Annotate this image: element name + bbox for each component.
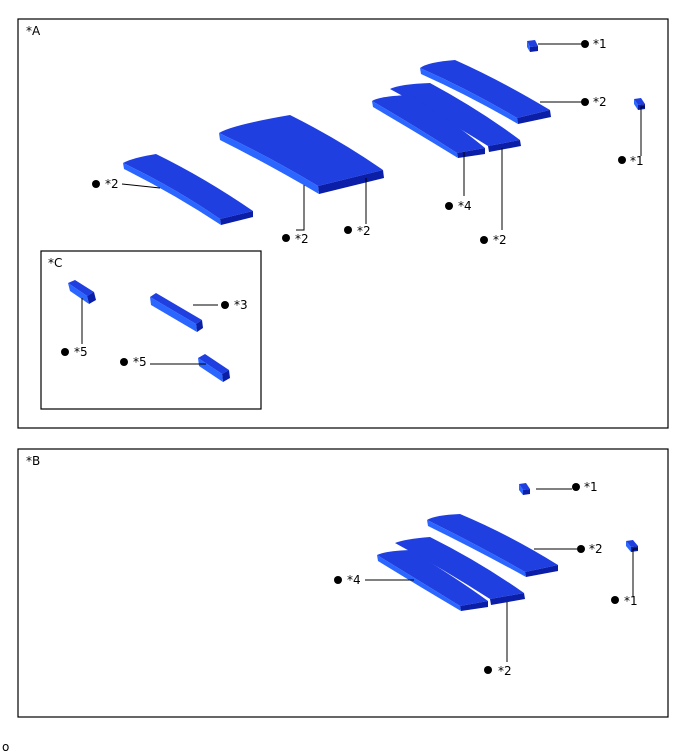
part-block-b-right bbox=[626, 540, 638, 552]
part-plate-a-center bbox=[219, 115, 384, 194]
callout-b4: *4 bbox=[347, 573, 361, 587]
bullet-a1-right bbox=[618, 156, 626, 164]
part-block-c-right bbox=[198, 354, 230, 382]
part-block-c-center bbox=[150, 293, 203, 332]
callout-a1-right: *1 bbox=[630, 154, 644, 168]
part-block-c-left bbox=[68, 280, 96, 304]
callout-a2-lower-right: *2 bbox=[493, 233, 507, 247]
callout-c5-right: *5 bbox=[133, 355, 147, 369]
bullet-c5-left bbox=[61, 348, 69, 356]
bullet-a2-lower-right bbox=[480, 236, 488, 244]
part-block-a-right bbox=[634, 98, 645, 110]
callout-c3: *3 bbox=[234, 298, 248, 312]
bullet-c5-right bbox=[120, 358, 128, 366]
panel-c-frame bbox=[40, 250, 262, 410]
panel-b-frame bbox=[17, 448, 669, 718]
part-block-b-top bbox=[519, 483, 530, 495]
callout-a2-upper-right: *2 bbox=[593, 95, 607, 109]
part-block-a-top bbox=[527, 40, 538, 52]
bullet-a1-top bbox=[581, 40, 589, 48]
panel-a-label: *A bbox=[26, 24, 41, 38]
bullet-a2-upper-right bbox=[581, 98, 589, 106]
callout-a2-left: *2 bbox=[105, 177, 119, 191]
callout-a2-center-left: *2 bbox=[295, 232, 309, 246]
callout-b2-lower: *2 bbox=[498, 664, 512, 678]
bullet-a2-left bbox=[92, 180, 100, 188]
callout-a4: *4 bbox=[458, 199, 472, 213]
bullet-b1-top bbox=[572, 483, 580, 491]
bullet-a4 bbox=[445, 202, 453, 210]
bullet-b4 bbox=[334, 576, 342, 584]
callout-c5-left: *5 bbox=[74, 345, 88, 359]
callout-a2-center-right: *2 bbox=[357, 224, 371, 238]
bullet-b1-right bbox=[611, 596, 619, 604]
figure-code: o bbox=[2, 740, 9, 754]
callout-b1-top: *1 bbox=[584, 480, 598, 494]
bullet-b2-lower bbox=[484, 666, 492, 674]
panel-c-label: *C bbox=[48, 256, 62, 270]
bullet-a2-center-left bbox=[282, 234, 290, 242]
panel-a-frame bbox=[17, 18, 669, 429]
part-strip-a-upper-right bbox=[420, 60, 551, 124]
callout-b1-right: *1 bbox=[624, 594, 638, 608]
callout-a1-top: *1 bbox=[593, 37, 607, 51]
part-plate-a-left bbox=[123, 154, 253, 225]
part-strip-a-double bbox=[372, 83, 521, 158]
part-strip-b-upper bbox=[427, 514, 558, 577]
part-strip-b-double bbox=[377, 537, 525, 611]
panel-b-label: *B bbox=[26, 454, 40, 468]
callout-b2-upper: *2 bbox=[589, 542, 603, 556]
bullet-c3 bbox=[221, 301, 229, 309]
bullet-a2-center-right bbox=[344, 226, 352, 234]
bullet-b2-upper bbox=[577, 545, 585, 553]
